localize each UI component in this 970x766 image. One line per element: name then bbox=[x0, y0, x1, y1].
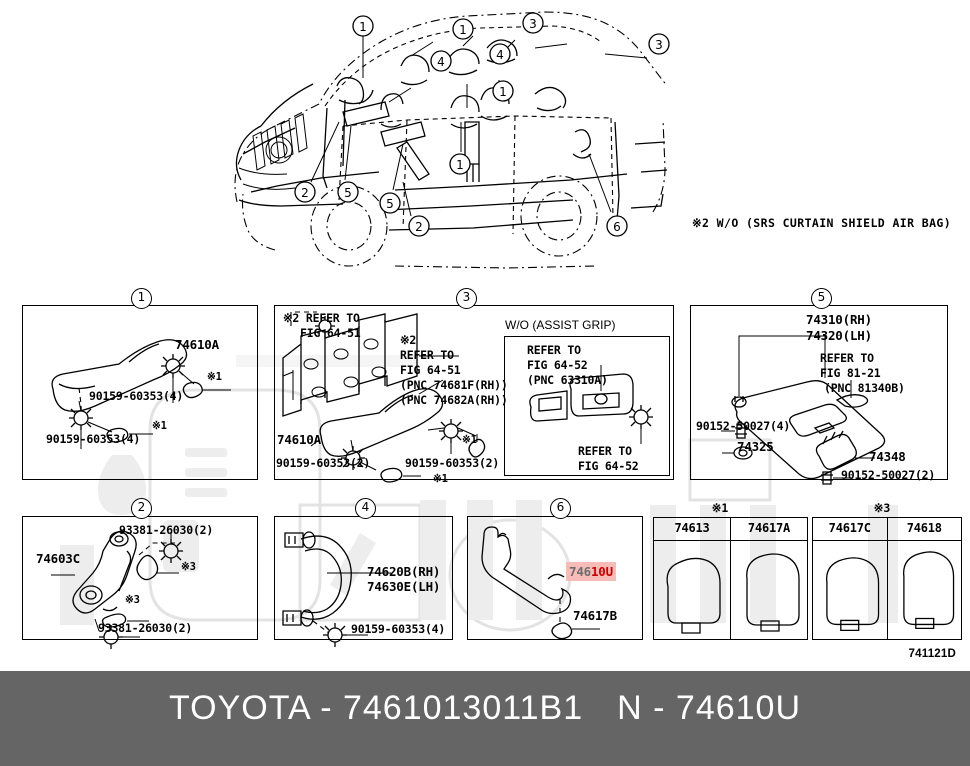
swatch-group-1-mark: ※1 bbox=[711, 501, 729, 515]
note-mark-2-mid: ※2 bbox=[400, 333, 417, 347]
note-refer-mid-line4: (PNC 74682A(RH)) bbox=[400, 393, 508, 407]
part-label-74325: 74325 bbox=[737, 439, 774, 454]
mark-3-lower-panel2: ※3 bbox=[125, 594, 140, 606]
svg-text:3: 3 bbox=[529, 17, 537, 31]
note-refer-mid-line3: (PNC 74681F(RH)) bbox=[400, 378, 508, 392]
inset-note-line3: (PNC 63310A) bbox=[527, 373, 608, 387]
swatch-cell-74618: 74618 bbox=[886, 518, 961, 639]
mark-1-upper-panel1: ※1 bbox=[207, 371, 222, 383]
svg-text:6: 6 bbox=[613, 220, 621, 234]
part-label-74617b: 74617B bbox=[573, 608, 617, 623]
part-label-screw-upper-panel2: 93381-26030(2) bbox=[119, 523, 214, 537]
diagram-id: 741121D bbox=[908, 648, 956, 660]
part-label-74610u-suffix: 10U bbox=[590, 564, 613, 579]
part-label-screw-upper-panel1: 90159-60353(4) bbox=[89, 389, 184, 403]
part-label-screw-bottom-panel5: 90152-50027(2) bbox=[841, 468, 936, 482]
visor-note-line1: REFER TO bbox=[820, 351, 874, 365]
svg-text:4: 4 bbox=[437, 55, 445, 69]
swatch-label-74613: 74613 bbox=[654, 518, 730, 541]
note-mark-2-left-text: ※2 bbox=[283, 311, 300, 325]
svg-text:1: 1 bbox=[499, 85, 507, 99]
swatch-label-74617c: 74617C bbox=[813, 518, 887, 541]
swatch-group-2-mark: ※3 bbox=[873, 501, 891, 515]
footer-brand-part: TOYOTA - 7461013011B1 bbox=[168, 689, 584, 727]
part-label-74610u-highlighted: 74610U bbox=[566, 562, 616, 581]
srs-airbag-note: ※2 W/O (SRS CURTAIN SHIELD AIR BAG) bbox=[692, 216, 952, 230]
svg-text:1: 1 bbox=[456, 158, 464, 172]
panel-number-1: 1 bbox=[131, 288, 152, 309]
footer-part-numbers: TOYOTA - 7461013011B1 N - 74610U bbox=[0, 689, 970, 728]
inset-note-line1: REFER TO bbox=[527, 343, 581, 357]
swatch-group-2: 74617C 74618 bbox=[812, 517, 962, 640]
note-refer-mid-line2: FIG 64-51 bbox=[400, 363, 461, 377]
inset-note-bottom-line1: REFER TO bbox=[578, 444, 632, 458]
part-label-74610a-panel1: 74610A bbox=[175, 337, 219, 352]
inset-title-without-assist-grip: W/O (ASSIST GRIP) bbox=[505, 318, 616, 332]
footer-nsn-part: N - 74610U bbox=[617, 689, 802, 727]
svg-text:1: 1 bbox=[359, 20, 367, 34]
panel-number-6: 6 bbox=[550, 498, 571, 519]
panel-number-3: 3 bbox=[456, 288, 477, 309]
svg-text:2: 2 bbox=[415, 220, 423, 234]
panel-number-5: 5 bbox=[811, 288, 832, 309]
part-label-screw-panel4: 90159-60353(4) bbox=[351, 622, 446, 636]
part-label-screw-left-panel5: 90152-50027(4) bbox=[696, 419, 791, 433]
mark-1-right-panel3: ※1 bbox=[462, 434, 477, 446]
svg-text:5: 5 bbox=[386, 197, 394, 211]
part-label-74630e-lh: 74630E(LH) bbox=[367, 579, 441, 594]
part-label-74320-lh: 74320(LH) bbox=[806, 328, 872, 343]
note-refer-left-line2: FIG 64-51 bbox=[300, 326, 361, 340]
swatch-art-74613 bbox=[666, 557, 721, 634]
swatch-cell-74613: 74613 bbox=[654, 518, 730, 639]
mark-1-lower-panel1: ※1 bbox=[152, 420, 167, 432]
swatch-cell-74617a: 74617A bbox=[730, 518, 807, 639]
mark-3-upper-panel2: ※3 bbox=[181, 561, 196, 573]
part-label-screw-lower-panel1: 90159-60353(4) bbox=[46, 432, 141, 446]
swatch-group-1: 74613 74617A bbox=[653, 517, 808, 640]
note-mark-2-left-panel3: ※2 REFER TO bbox=[283, 311, 360, 325]
swatch-art-74617c bbox=[826, 557, 880, 632]
note-refer-left-line1: REFER TO bbox=[305, 311, 360, 325]
panel-number-2: 2 bbox=[131, 498, 152, 519]
swatch-art-74617a bbox=[746, 553, 800, 632]
svg-text:2: 2 bbox=[301, 186, 309, 200]
swatch-label-74618: 74618 bbox=[887, 518, 961, 541]
part-label-74620b-rh: 74620B(RH) bbox=[367, 564, 441, 579]
panel-number-4: 4 bbox=[355, 498, 376, 519]
swatch-label-74617a: 74617A bbox=[731, 518, 807, 541]
visor-note-line3: (PNC 81340B) bbox=[824, 381, 905, 395]
swatch-art-74618 bbox=[902, 551, 954, 630]
part-label-74310-rh: 74310(RH) bbox=[806, 312, 872, 327]
visor-note-line2: FIG 81-21 bbox=[820, 366, 881, 380]
vehicle-callouts: 1 1 3 3 4 4 1 2 5 5 1 2 6 bbox=[294, 12, 670, 237]
part-label-screw-right-panel3: 90159-60353(2) bbox=[405, 456, 500, 470]
svg-text:1: 1 bbox=[459, 23, 467, 37]
panel-3-inset-box bbox=[504, 336, 670, 476]
part-label-screw-left-panel3: 90159-60353(2) bbox=[276, 456, 371, 470]
part-label-74348: 74348 bbox=[869, 449, 906, 464]
part-label-screw-lower-panel2: 93381-26030(2) bbox=[98, 621, 193, 635]
swatch-cell-74617c: 74617C bbox=[813, 518, 887, 639]
inset-note-bottom-line2: FIG 64-52 bbox=[578, 459, 639, 473]
footer-bar: TOYOTA - 7461013011B1 N - 74610U bbox=[0, 671, 970, 766]
part-label-74610a-panel3: 74610A bbox=[277, 432, 321, 447]
part-label-74610u-prefix: 746 bbox=[569, 564, 591, 579]
note-refer-mid-line1: REFER TO bbox=[400, 348, 454, 362]
svg-text:5: 5 bbox=[344, 186, 352, 200]
vehicle-illustration: 1 1 3 3 4 4 1 2 5 5 1 2 6 bbox=[215, 4, 715, 276]
svg-text:4: 4 bbox=[496, 48, 504, 62]
part-label-74603c: 74603C bbox=[36, 551, 80, 566]
mark-1-left-panel3: ※1 bbox=[433, 473, 448, 485]
inset-note-line2: FIG 64-52 bbox=[527, 358, 588, 372]
svg-text:3: 3 bbox=[655, 38, 663, 52]
